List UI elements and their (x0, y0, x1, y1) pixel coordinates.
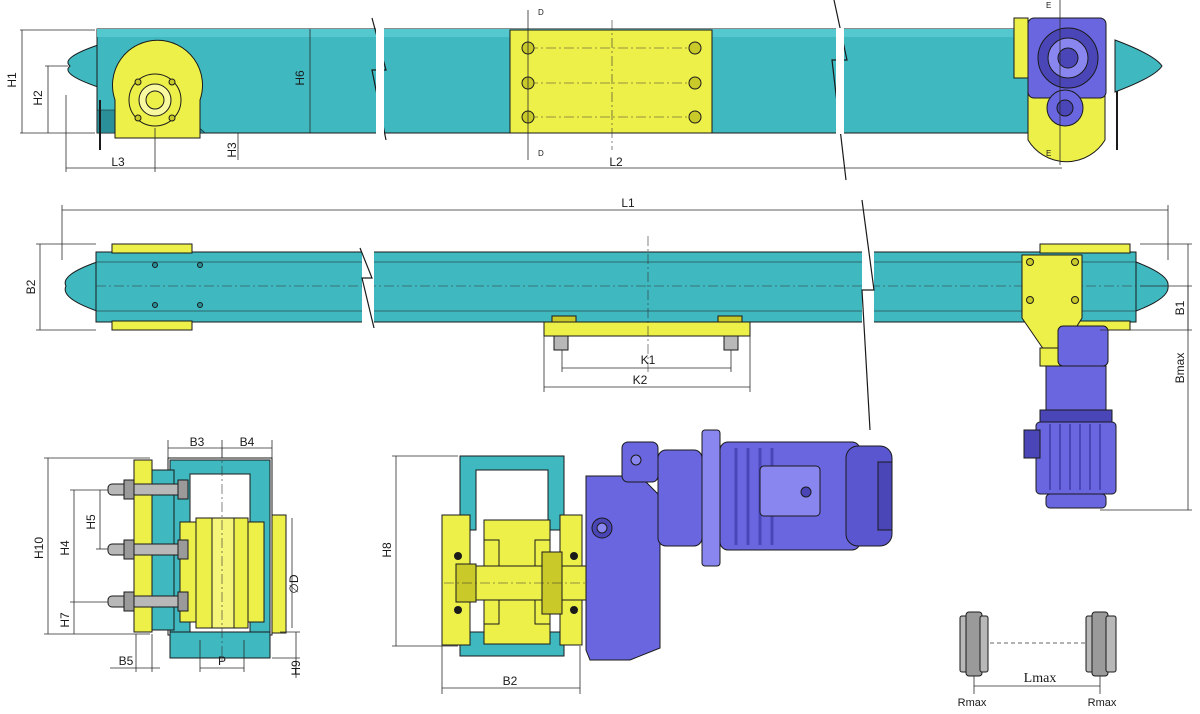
dim-rmax-left: Rmax (958, 697, 987, 709)
dim-b2-section: B2 (503, 674, 518, 688)
dim-k2: K2 (633, 373, 648, 387)
dim-l3: L3 (111, 155, 125, 169)
joint-plate (509, 29, 713, 134)
dim-h8: H8 (380, 542, 394, 558)
dim-h7: H7 (58, 612, 72, 628)
plan-gearbox (1057, 325, 1109, 367)
dim-lmax: Lmax (1024, 671, 1057, 686)
dim-p: P (218, 654, 226, 668)
dim-l2: L2 (609, 155, 623, 169)
dim-b4: B4 (240, 435, 255, 449)
dim-d-top: D (538, 8, 544, 17)
plan-view: L1 K1 K2 (24, 196, 1192, 511)
dim-b5: B5 (119, 654, 134, 668)
plan-motor (1045, 365, 1107, 411)
dim-b2-plan: B2 (24, 279, 38, 294)
plan-beam (95, 251, 1137, 323)
dim-rmax-right: Rmax (1088, 697, 1117, 709)
dim-k1: K1 (641, 353, 656, 367)
dim-e-top: E (1046, 1, 1051, 10)
dim-bmax: Bmax (1173, 353, 1187, 384)
dim-d-bottom: D (538, 149, 544, 158)
dim-b3: B3 (190, 435, 205, 449)
dim-h9: H9 (289, 660, 303, 676)
right-buffer (1114, 39, 1163, 93)
left-buffer (67, 44, 99, 88)
dim-h10: H10 (32, 537, 46, 559)
cross-section-view: H10 H4 H5 H7 B3 B4 B5 P H9 ∅D (32, 435, 303, 678)
plan-left-buffer (64, 261, 98, 312)
side-elevation-view: H1 H2 H3 H6 L3 L2 D D E E (5, 0, 1163, 181)
wheel-span-view: Lmax Rmax Rmax (958, 611, 1117, 709)
plan-joint-plate (543, 321, 751, 337)
dim-h2: H2 (31, 90, 45, 106)
bolts (107, 479, 189, 612)
dim-h3: H3 (225, 142, 239, 158)
dim-l1: L1 (621, 196, 635, 210)
plan-right-buffer (1135, 261, 1169, 312)
dim-h1: H1 (5, 72, 19, 88)
dim-h5: H5 (84, 514, 98, 530)
drive-section-beam (459, 455, 565, 531)
drive-gearbox (585, 475, 661, 661)
dim-h4: H4 (58, 540, 72, 556)
dim-b1: B1 (1173, 300, 1187, 315)
drive-section-view: H8 B2 (380, 429, 893, 694)
dim-phi-d: ∅D (287, 574, 301, 593)
dim-e-bottom: E (1046, 149, 1051, 158)
dim-h6: H6 (293, 70, 307, 86)
